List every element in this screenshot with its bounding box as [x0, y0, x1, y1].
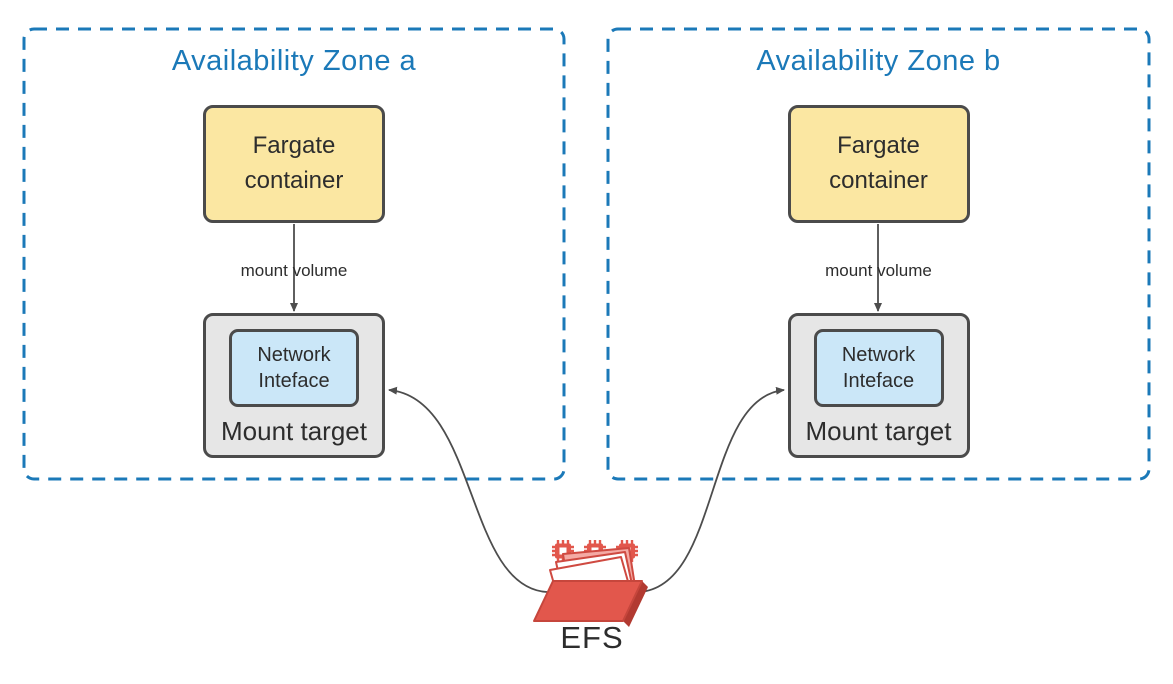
mount-target-label: Mount target [805, 415, 952, 446]
fargate-container-b: Fargate container [787, 105, 970, 223]
zone-b-border [606, 27, 1151, 481]
efs-folder-icon [533, 547, 648, 627]
zone-b-title: Availability Zone b [756, 45, 1001, 77]
efs-to-mount-target-b-arrow [638, 386, 785, 593]
mount-volume-label-a: mount volume [240, 261, 348, 280]
network-interface-label: Network Inteface [257, 344, 331, 392]
availability-zone-a: Availability Zone a Fargate container mo… [24, 29, 564, 479]
mount-volume-label-b: mount volume [825, 261, 932, 280]
network-interface-a: Network Inteface [229, 329, 359, 407]
network-interface-b: Network Inteface [813, 329, 944, 407]
efs-icon [533, 538, 648, 627]
mount-target-label: Mount target [221, 415, 367, 446]
fargate-label: Fargate container [244, 132, 344, 194]
zone-a-title: Availability Zone a [171, 45, 417, 77]
zone-a-border [22, 27, 566, 481]
fargate-label: Fargate container [829, 132, 928, 194]
mount-target-a: Network Inteface Mount target [203, 313, 385, 458]
fargate-container-a: Fargate container [203, 105, 385, 223]
availability-zone-b: Availability Zone b Fargate container mo… [608, 29, 1149, 479]
network-interface-label: Network Inteface [841, 344, 916, 392]
efs-to-mount-target-a-arrow [388, 386, 548, 593]
efs-label: EFS [560, 620, 624, 655]
mount-target-b: Network Inteface Mount target [787, 313, 970, 458]
